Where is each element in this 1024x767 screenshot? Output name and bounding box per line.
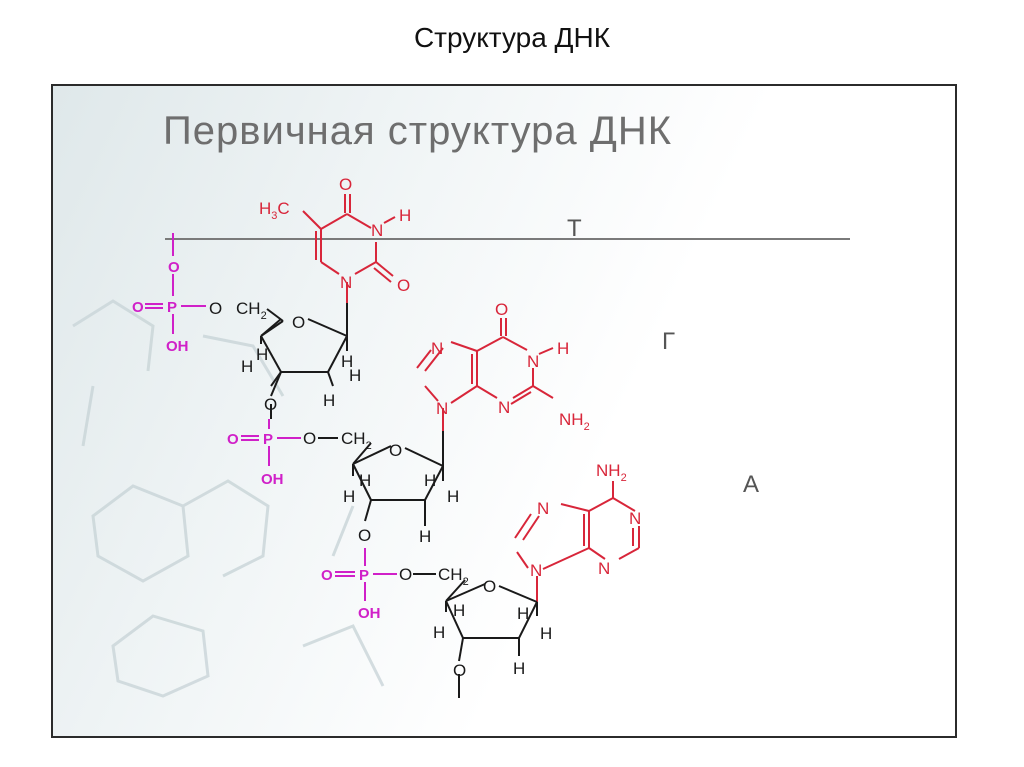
sugar2-h-b: H [424, 471, 436, 490]
sugar1-h-d: H [349, 366, 361, 385]
sugar1-ch2: CH2 [236, 299, 267, 322]
phosphate-2 [241, 419, 301, 466]
guanine-n3: N [498, 398, 510, 417]
phos1-p: P [167, 299, 177, 316]
phos1-o-left: O [132, 299, 144, 316]
sugar2-o5: O [303, 429, 316, 448]
sugar3-o5: O [399, 565, 412, 584]
sugar-3 [413, 573, 538, 698]
thymine-o-c2: O [397, 276, 410, 295]
sugar1-o5: O [209, 299, 222, 318]
thymine-n1: N [340, 273, 352, 292]
phos3-p: P [359, 567, 369, 584]
sugar2-ch2: CH2 [341, 429, 372, 452]
sugar3-ch2: CH2 [438, 565, 469, 588]
sugar1-h-e: H [323, 391, 335, 410]
sugar1-ring-o: O [292, 313, 305, 332]
sugar2-ring-o: O [389, 441, 402, 460]
base-label-a: А [743, 471, 759, 498]
phos3-oh: OH [358, 605, 381, 622]
thymine-n3: N [371, 221, 383, 240]
phos1-oh: OH [166, 338, 189, 355]
sugar2-h-a: H [359, 471, 371, 490]
adenine-n7: N [537, 499, 549, 518]
adenine-nh2: NH2 [596, 461, 627, 484]
adenine-n9: N [530, 561, 542, 580]
guanine-n9: N [436, 399, 448, 418]
guanine-n1: N [527, 352, 539, 371]
diagram-frame: Первичная структура ДНК Т Г А O N [51, 84, 957, 738]
guanine-base [416, 318, 554, 431]
adenine-n1: N [629, 509, 641, 528]
background-watermark [72, 299, 385, 698]
guanine-n7: N [431, 339, 443, 358]
sugar-2 [318, 431, 444, 526]
base-label-g: Г [662, 328, 675, 355]
phos3-o-left: O [321, 567, 333, 584]
sugar1-h-b: H [341, 352, 353, 371]
sugar3-o3: O [453, 661, 466, 680]
phosphate-1 [145, 233, 206, 334]
sugar3-h-e: H [513, 659, 525, 678]
adenine-n3: N [598, 559, 610, 578]
base-label-t: Т [567, 215, 582, 242]
thymine-o-top: O [339, 175, 352, 194]
sugar3-h-b: H [517, 604, 529, 623]
sugar2-h-d: H [447, 487, 459, 506]
sugar-1 [260, 303, 348, 419]
dna-structure-diagram: Первичная структура ДНК Т Г А O N [72, 109, 850, 698]
sugar3-h-a: H [453, 601, 465, 620]
guanine-o: O [495, 300, 508, 319]
thymine-h3c: H3C [259, 199, 290, 222]
phos2-oh: OH [261, 471, 284, 488]
phos1-o-top: O [168, 259, 180, 276]
sugar3-h-d: H [540, 624, 552, 643]
phosphate-3 [335, 548, 397, 601]
slide-title: Структура ДНК [413, 22, 611, 53]
sugar2-o3: O [358, 526, 371, 545]
sugar3-ring-o: O [483, 577, 496, 596]
phos2-p: P [263, 431, 273, 448]
phos2-o-left: O [227, 431, 239, 448]
sugar3-h-c: H [433, 623, 445, 642]
sugar1-h-a: H [256, 345, 268, 364]
sugar2-h-c: H [343, 487, 355, 506]
sugar1-o3: O [264, 395, 277, 414]
sugar2-h-e: H [419, 527, 431, 546]
sugar1-h-c: H [241, 357, 253, 376]
guanine-h-n1: H [557, 339, 569, 358]
thymine-base [302, 194, 396, 303]
guanine-nh2: NH2 [559, 410, 590, 433]
adenine-base [514, 481, 640, 602]
figure-heading: Первичная структура ДНК [163, 109, 672, 153]
thymine-h-n3: H [399, 206, 411, 225]
